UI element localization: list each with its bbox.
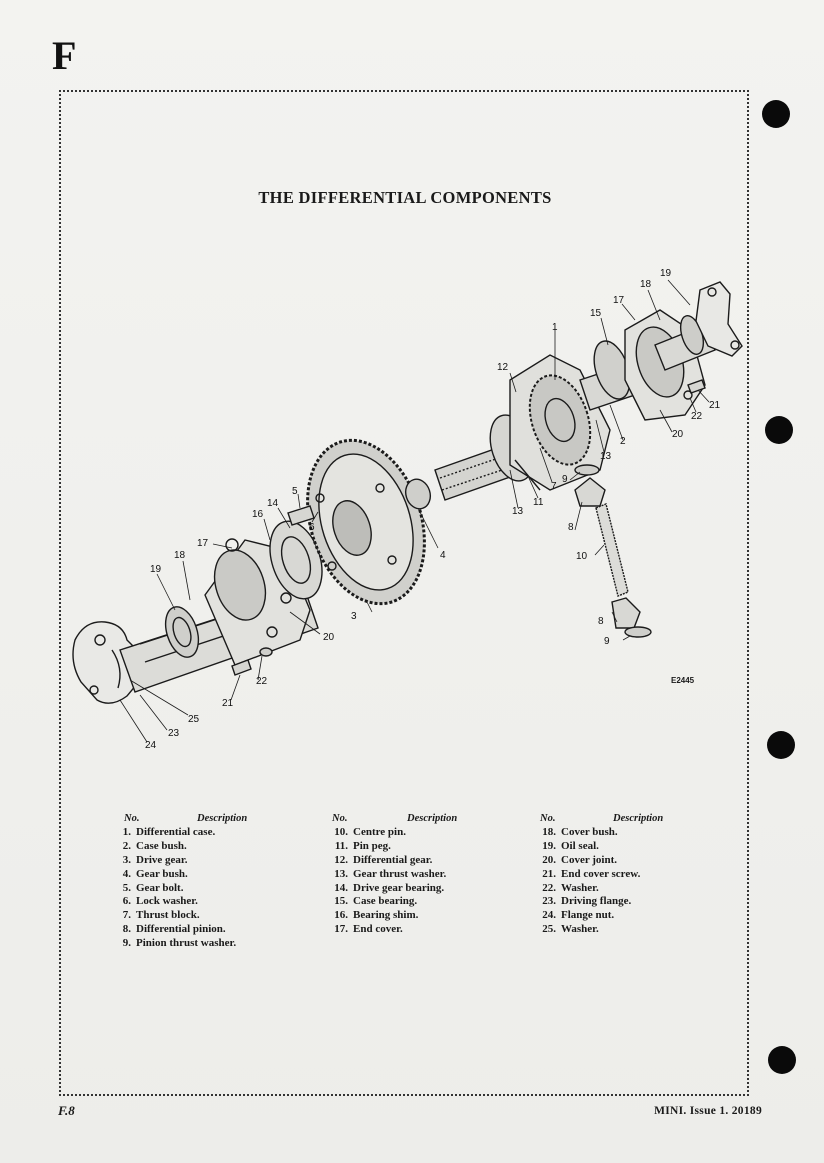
punch-hole-3 [767,731,795,759]
legend-item: 5.Gear bolt. [122,881,184,894]
callout-10: 10 [576,551,588,562]
punch-hole-1 [762,100,790,128]
legend-column-3: No. Description 18.Cover bush. 19.Oil se… [530,812,730,937]
punch-hole-2 [765,416,793,444]
callout-1: 1 [552,322,558,333]
callout-15: 15 [590,308,602,319]
figure-reference: E2445 [671,676,695,685]
legend-item: 3.Drive gear. [122,853,188,866]
centre-pin [595,503,629,597]
callout-9-upper: 9 [562,474,568,485]
legend-item: 25.Washer. [542,923,599,936]
legend-item: 8.Differential pinion. [122,923,226,936]
legend-item: 9.Pinion thrust washer. [122,937,237,950]
callout-21-left: 21 [222,698,234,709]
callout-18-right: 18 [640,279,652,290]
page-title: THE DIFFERENTIAL COMPONENTS [258,188,552,207]
legend-item: 7.Thrust block. [122,909,200,922]
legend-item: 16.Bearing shim. [334,909,419,922]
legend-item: 22.Washer. [542,881,599,894]
legend-header: No. Description [105,812,305,826]
legend-item: 14.Drive gear bearing. [334,881,445,894]
callout-20-right: 20 [672,429,684,440]
callout-17-right: 17 [613,295,625,306]
callout-17-left: 17 [197,538,209,549]
callout-2: 2 [620,436,626,447]
callout-16: 16 [252,509,264,520]
callout-8-upper: 8 [568,522,574,533]
callout-20-left: 20 [323,632,335,643]
legend-item: 17.End cover. [334,923,403,936]
legend-header-no: No. [124,813,140,824]
callout-13-upper: 13 [600,451,612,462]
legend-header-desc: Description [613,813,664,824]
legend-header-desc: Description [197,813,248,824]
callout-3: 3 [351,611,357,622]
legend-item: 18.Cover bush. [542,826,618,838]
section-letter: F [52,33,77,78]
legend-item: 19.Oil seal. [542,839,599,852]
legend-column-2: No. Description 10.Centre pin. 11.Pin pe… [322,812,522,937]
callout-8-lower: 8 [598,616,604,627]
callout-13-lower: 13 [512,506,524,517]
callout-9-lower: 9 [604,636,610,647]
punch-hole-4 [768,1046,796,1074]
legend-header-desc: Description [407,813,458,824]
right-cover-screw [687,379,706,394]
callout-7: 7 [551,481,557,492]
callout-22-left: 22 [256,676,268,687]
legend-header-no: No. [332,813,348,824]
legend-item: 21.End cover screw. [542,867,641,880]
legend-header-no: No. [540,813,556,824]
legend-item: 6.Lock washer. [122,895,198,908]
callout-18-left: 18 [174,550,186,561]
left-cover-screw [231,659,252,676]
upper-thrust-washer [574,464,600,476]
callout-11: 11 [533,497,544,508]
callout-19-right: 19 [660,268,672,279]
dotted-frame [59,90,749,1096]
callout-19-left: 19 [150,564,162,575]
page-reference: F.8 [58,1103,75,1118]
callout-12: 12 [497,362,509,373]
gear-bush [404,478,432,510]
callout-21-right: 21 [709,400,721,411]
publication-info: MINI. Issue 1. 20189 [654,1105,762,1117]
legend-item: 2.Case bush. [122,839,187,852]
legend-item: 11.Pin peg. [334,839,391,852]
callout-14: 14 [267,498,279,509]
legend-item: 23.Driving flange. [542,895,632,908]
callout-25: 25 [188,714,200,725]
callout-4: 4 [440,550,446,561]
legend-header: No. Description [322,812,522,826]
legend-item: 15.Case bearing. [334,895,418,908]
legend-item: 1.Differential case. [122,826,216,838]
lower-pinion [611,597,641,629]
callout-24: 24 [145,740,157,751]
legend-item: 4.Gear bush. [122,867,188,880]
upper-pinion [574,477,606,507]
callout-5: 5 [292,486,298,497]
right-driving-flange [695,281,743,357]
callout-23: 23 [168,728,180,739]
callout-6: 6 [309,522,315,533]
legend-item: 20.Cover joint. [542,853,618,866]
legend-item: 12.Differential gear. [334,853,433,866]
legend-column-1: No. Description 1.Differential case. 2.C… [105,812,305,951]
legend-header: No. Description [530,812,730,826]
legend-item: 10.Centre pin. [334,826,406,838]
legend-item: 13.Gear thrust washer. [334,867,447,880]
callout-22-right: 22 [691,411,703,422]
lower-thrust-washer [624,626,652,638]
legend-item: 24.Flange nut. [542,909,615,922]
